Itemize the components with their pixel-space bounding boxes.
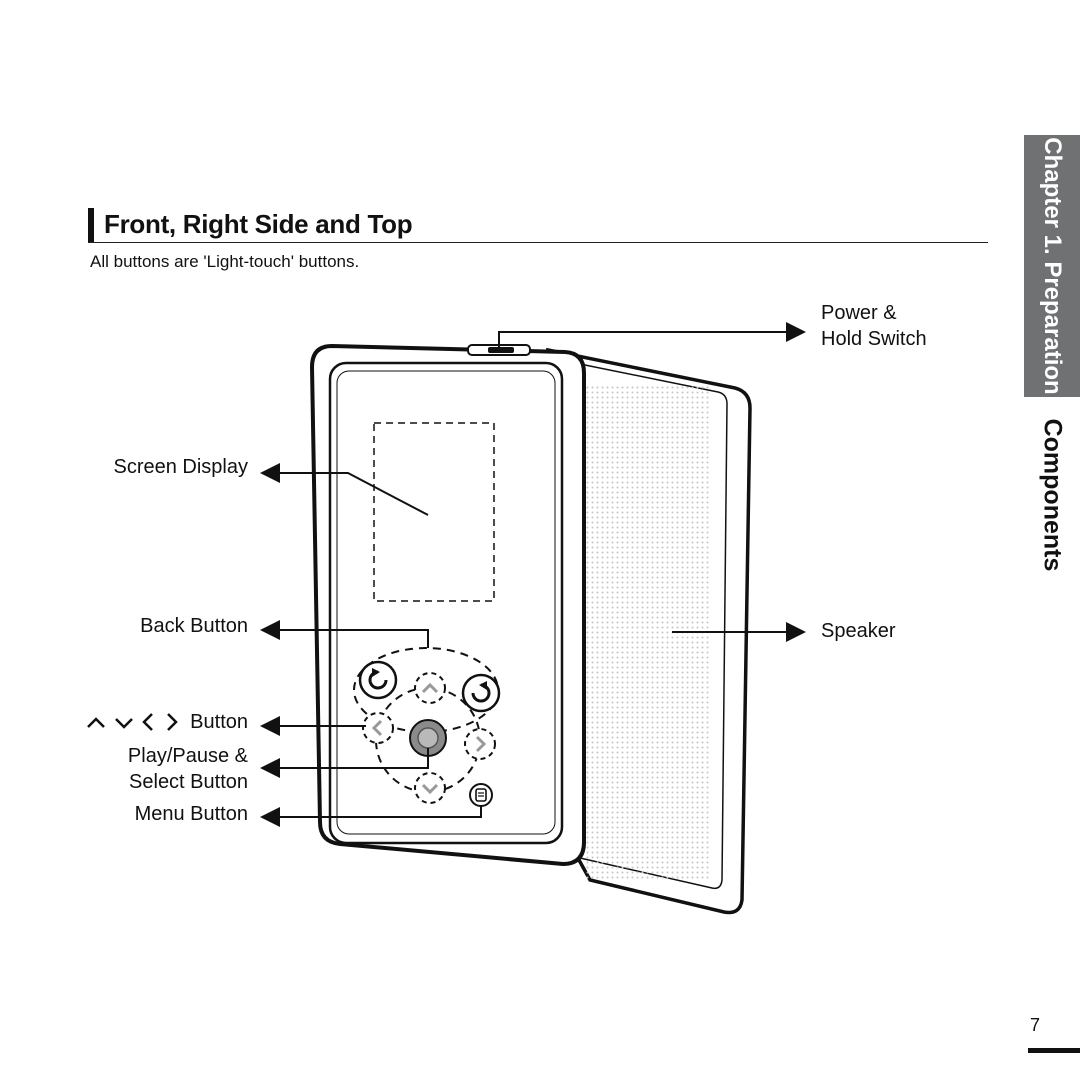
play-pause-label-line1: Play/Pause & [127,745,248,767]
page-number-rule [1028,1048,1080,1053]
screen-display-label: Screen Display [113,456,248,478]
speaker-label: Speaker [821,620,896,642]
forward-button [461,673,501,713]
section-title-text: Front, Right Side and Top [104,209,413,239]
play-pause-label: Play/Pause & Select Button [128,743,248,795]
up-arrow-icon [87,717,105,728]
leader-screen [260,463,429,516]
callout-lines [260,322,806,827]
up-arrow-button [414,672,446,704]
power-label: Power & Hold Switch [821,300,927,352]
right-arrow-button [464,728,496,760]
power-label-line2: Hold Switch [821,328,927,350]
left-arrow-icon [142,713,153,731]
arrow-button-label: Button [190,711,248,733]
leader-back [260,620,429,648]
left-arrow-button [362,712,394,744]
leader-menu [260,806,482,827]
leader-power [498,322,806,350]
back-button [358,660,398,700]
down-arrow-button [414,772,446,804]
back-button-label: Back Button [140,615,248,637]
direction-icons [87,713,178,731]
chapter-tab [1024,135,1080,397]
right-arrow-icon [167,713,178,731]
section-title: Front, Right Side and Top [88,208,988,243]
section-note: All buttons are 'Light-touch' buttons. [90,252,360,271]
speaker-panel [546,347,752,915]
power-label-line1: Power & [821,302,897,324]
down-arrow-icon [115,718,133,729]
screen-area [373,422,495,602]
menu-button [469,783,493,807]
section-title-bar [88,208,94,242]
page-number: 7 [1030,1015,1041,1035]
leader-play [260,748,429,778]
play-pause-label-line2: Select Button [129,771,248,793]
menu-button-label: Menu Button [134,803,248,825]
